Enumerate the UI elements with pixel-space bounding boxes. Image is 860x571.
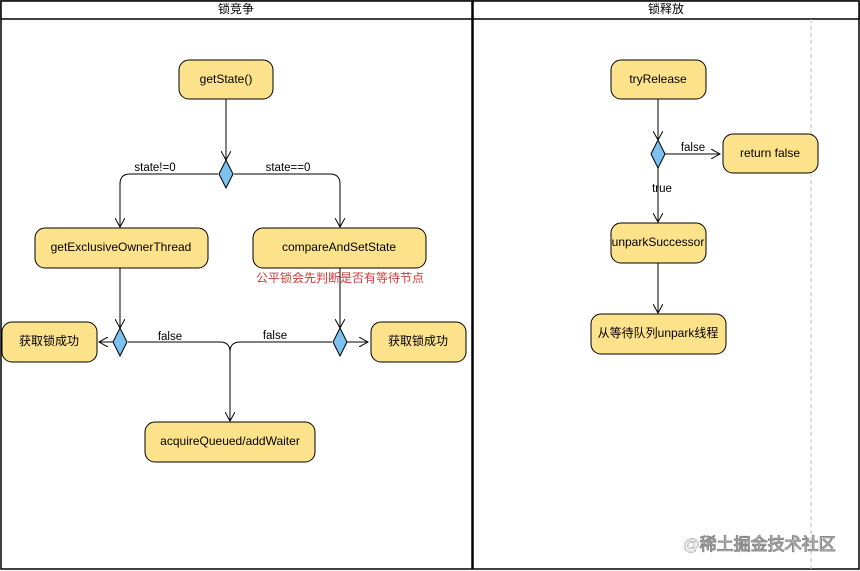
- decision-release: [650, 138, 666, 170]
- decision-owner: [112, 326, 128, 358]
- node-get-owner-label: getExclusiveOwnerThread: [51, 240, 192, 254]
- edge-left-false: [128, 341, 230, 421]
- node-get-state-label: getState(): [200, 72, 253, 86]
- edge-state-eq-zero: [234, 173, 340, 227]
- node-unpark-queue: 从等待队列unpark线程: [590, 313, 727, 355]
- node-compare-and-set-state: compareAndSetState: [252, 227, 427, 269]
- node-unpark-successor-label: unparkSuccessor: [612, 235, 705, 249]
- left-edges: [99, 99, 368, 421]
- node-acquire-queued-label: acquireQueued/addWaiter: [160, 434, 300, 448]
- node-success-left-label: 获取锁成功: [19, 333, 79, 348]
- decision-cas: [332, 326, 348, 358]
- node-acquire-queued: acquireQueued/addWaiter: [144, 421, 316, 463]
- swimlane-right: 锁释放: [472, 0, 860, 570]
- node-try-release-label: tryRelease: [629, 72, 687, 86]
- lane-title-lock-release: 锁释放: [648, 1, 684, 16]
- node-cas-label: compareAndSetState: [282, 240, 396, 254]
- edge-label-false-left: false: [158, 331, 182, 343]
- node-success-right-label: 获取锁成功: [388, 333, 448, 348]
- right-edges: [658, 99, 720, 313]
- node-acquire-success-left: 获取锁成功: [1, 321, 98, 363]
- node-return-false: return false: [722, 133, 819, 174]
- edge-label-state-eq: state==0: [266, 162, 311, 174]
- node-unpark-queue-label: 从等待队列unpark线程: [598, 325, 719, 340]
- node-acquire-success-right: 获取锁成功: [370, 321, 467, 363]
- node-get-state: getState(): [178, 59, 274, 100]
- swimlane-left: 锁竞争: [0, 0, 473, 570]
- edge-right-false: [229, 341, 332, 353]
- lane-title-lock-contention: 锁竞争: [218, 1, 254, 16]
- node-try-release: tryRelease: [610, 59, 707, 100]
- edge-label-release-true: true: [652, 183, 672, 195]
- edge-label-false-right: false: [263, 330, 287, 342]
- edge-label-state-ne: state!=0: [134, 162, 175, 174]
- edge-label-release-false: false: [681, 142, 705, 154]
- node-return-false-label: return false: [740, 146, 800, 160]
- edge-state-ne-zero: [120, 173, 218, 227]
- node-unpark-successor: unparkSuccessor: [610, 222, 707, 264]
- fair-lock-note: 公平锁会先判断是否有等待节点: [256, 270, 424, 285]
- node-get-exclusive-owner-thread: getExclusiveOwnerThread: [34, 227, 209, 269]
- watermark: @稀土掘金技术社区: [683, 534, 836, 554]
- decision-state: [218, 158, 234, 190]
